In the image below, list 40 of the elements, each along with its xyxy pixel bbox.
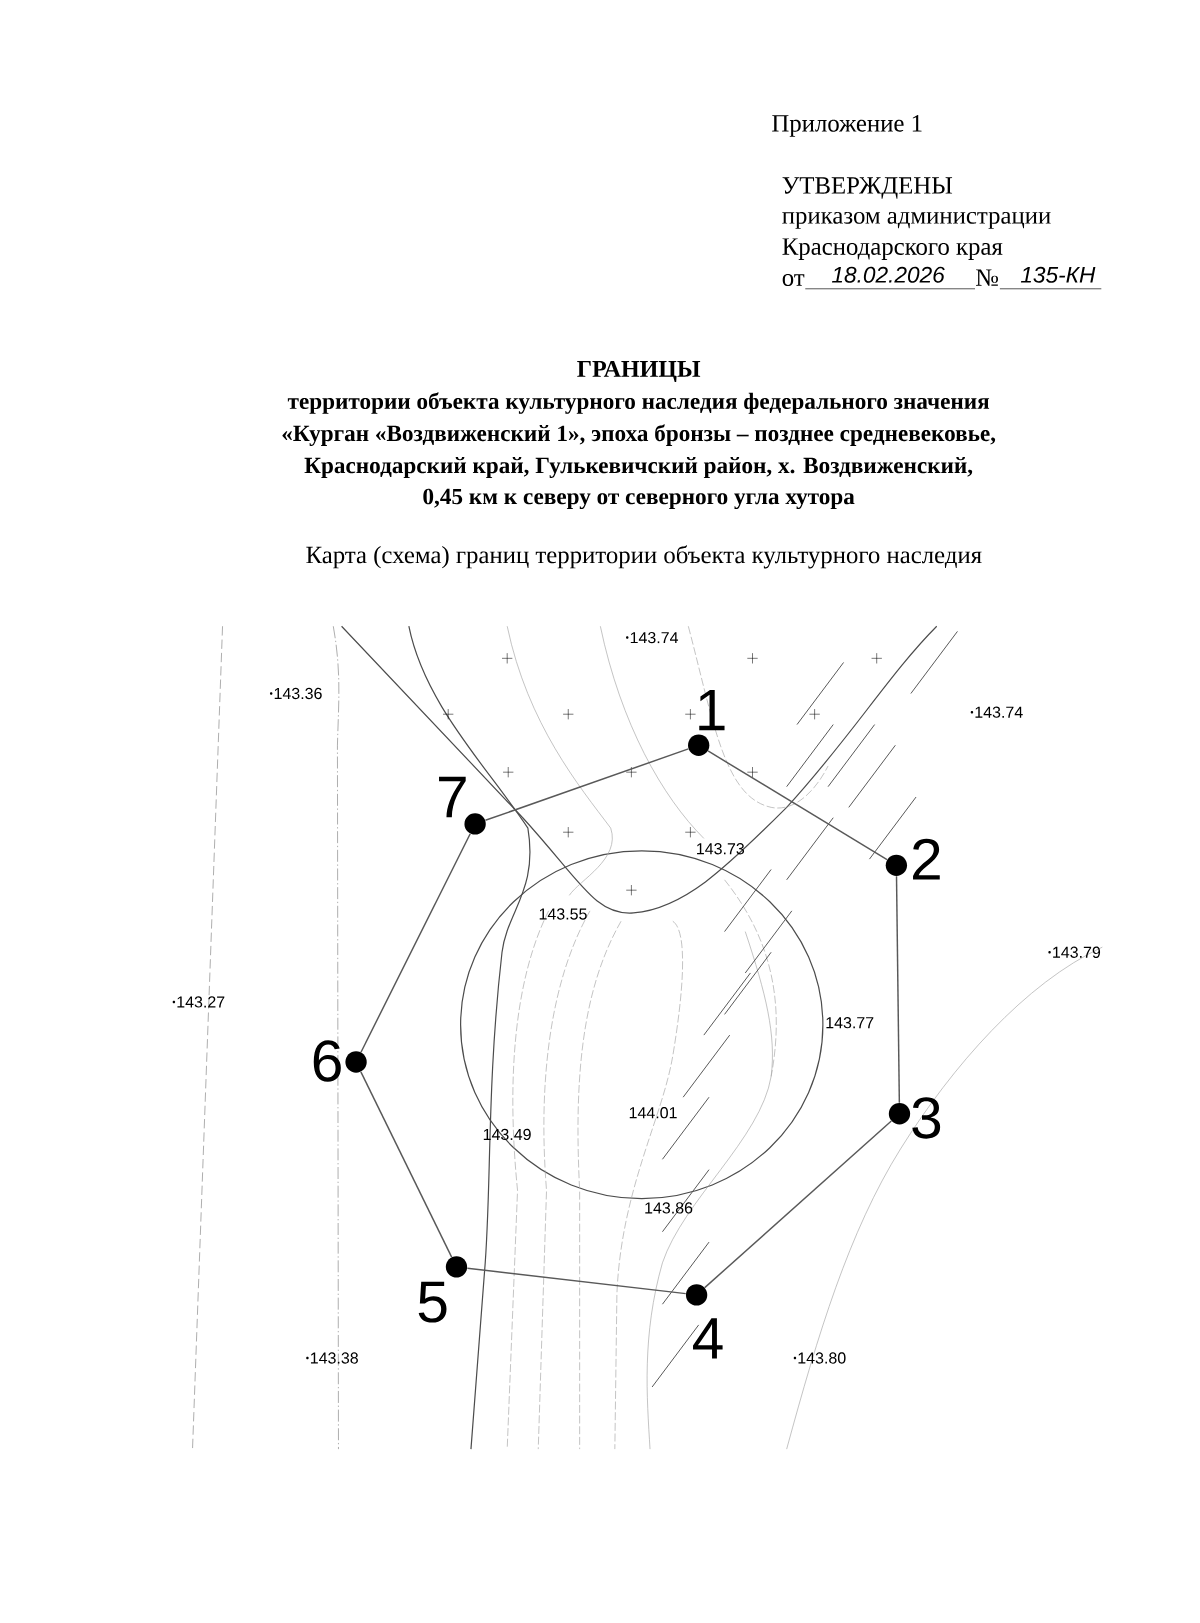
approval-text: от [782, 274, 805, 286]
elevation-label: 143.27 [177, 996, 225, 1008]
elevation-label: 143.79 [1053, 946, 1101, 958]
heading: ГРАНИЦЫ [577, 360, 701, 382]
point-number: 5 [418, 1281, 447, 1323]
point-number: 2 [913, 838, 940, 880]
approval-heading: УТВЕРЖДЕНЫ [782, 177, 953, 199]
elevation-label: 144.01 [629, 1107, 677, 1119]
approval-text: № [976, 269, 999, 286]
boundary-line [360, 832, 472, 1053]
heading-text: Краснодарский край, Гулькевичский район, х. Воздвиженский, [304, 457, 973, 479]
heading-text: «Курган «Воздвиженский 1», эпоха бронзы – позднее средневековье, [282, 424, 996, 446]
point-number: 7 [439, 776, 466, 818]
boundary-line [360, 1071, 453, 1258]
heading-text: территории объекта культурного наследия федерального значения [288, 392, 990, 414]
boundary-line [704, 1120, 893, 1289]
elevation-label: 143.36 [274, 687, 322, 700]
elevation-label: 143.77 [826, 1017, 874, 1029]
elevation-label: 143.80 [798, 1352, 846, 1364]
point-number: 1 [699, 689, 725, 731]
elevation-label: 143.55 [539, 908, 587, 920]
approval-text: Краснодарского края [782, 238, 1003, 260]
handwritten-number: 135-КН [1021, 266, 1096, 283]
elevation-label: 143.38 [311, 1352, 359, 1364]
subtitle: Карта (схема) границ территории объекта культурного наследия [306, 545, 982, 569]
heading-text: 0,45 км к северу от северного угла хутора [423, 488, 855, 510]
boundary-line [707, 750, 888, 861]
boundary-line [484, 748, 690, 822]
boundary-line [895, 875, 901, 1104]
point-number: 6 [313, 1040, 341, 1082]
elevation-label: 143.73 [697, 843, 745, 855]
point-number: 4 [693, 1318, 723, 1359]
elevation-label: 143.74 [975, 706, 1023, 718]
appendix-label: Приложение 1 [772, 115, 922, 137]
handwritten-date: 18.02.2026 [832, 266, 945, 283]
point-number: 3 [912, 1097, 941, 1139]
boundary-line [466, 1267, 687, 1295]
elevation-label: 143.86 [645, 1202, 693, 1214]
approval-text: приказом администрации [782, 211, 1051, 229]
elevation-label: 143.74 [631, 631, 679, 644]
